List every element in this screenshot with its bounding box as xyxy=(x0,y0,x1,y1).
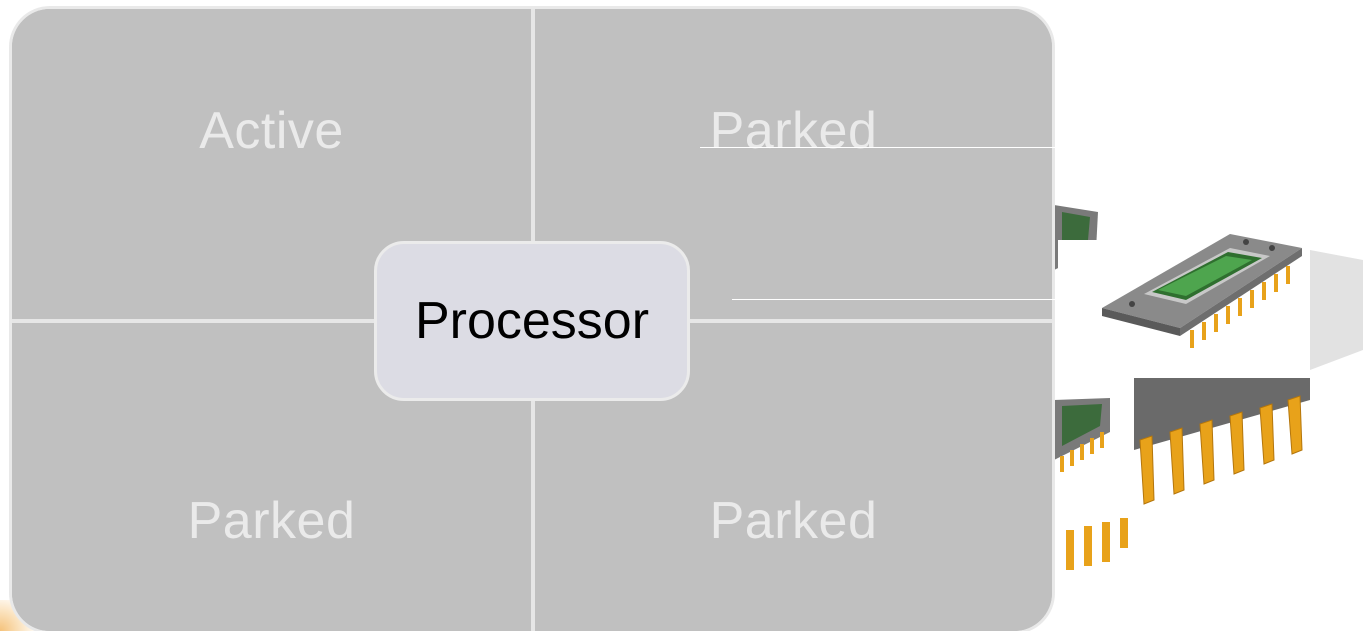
processor-center-node: Processor xyxy=(374,241,690,401)
quadrant-label-parked: Parked xyxy=(709,102,878,160)
quadrant-label-parked: Parked xyxy=(187,492,356,550)
cpu-chip-main xyxy=(1058,234,1308,378)
cpu-chip-icon xyxy=(1054,205,1363,600)
processor-label: Processor xyxy=(414,292,650,350)
leader-line-upper xyxy=(700,147,1055,148)
leader-line-lower xyxy=(732,299,1055,300)
cpu-chip-pins-closeup xyxy=(1066,378,1310,600)
quadrant-label-active: Active xyxy=(199,102,344,160)
quadrant-label-parked: Parked xyxy=(709,492,878,550)
cpu-chip-small-lower xyxy=(1054,380,1134,540)
